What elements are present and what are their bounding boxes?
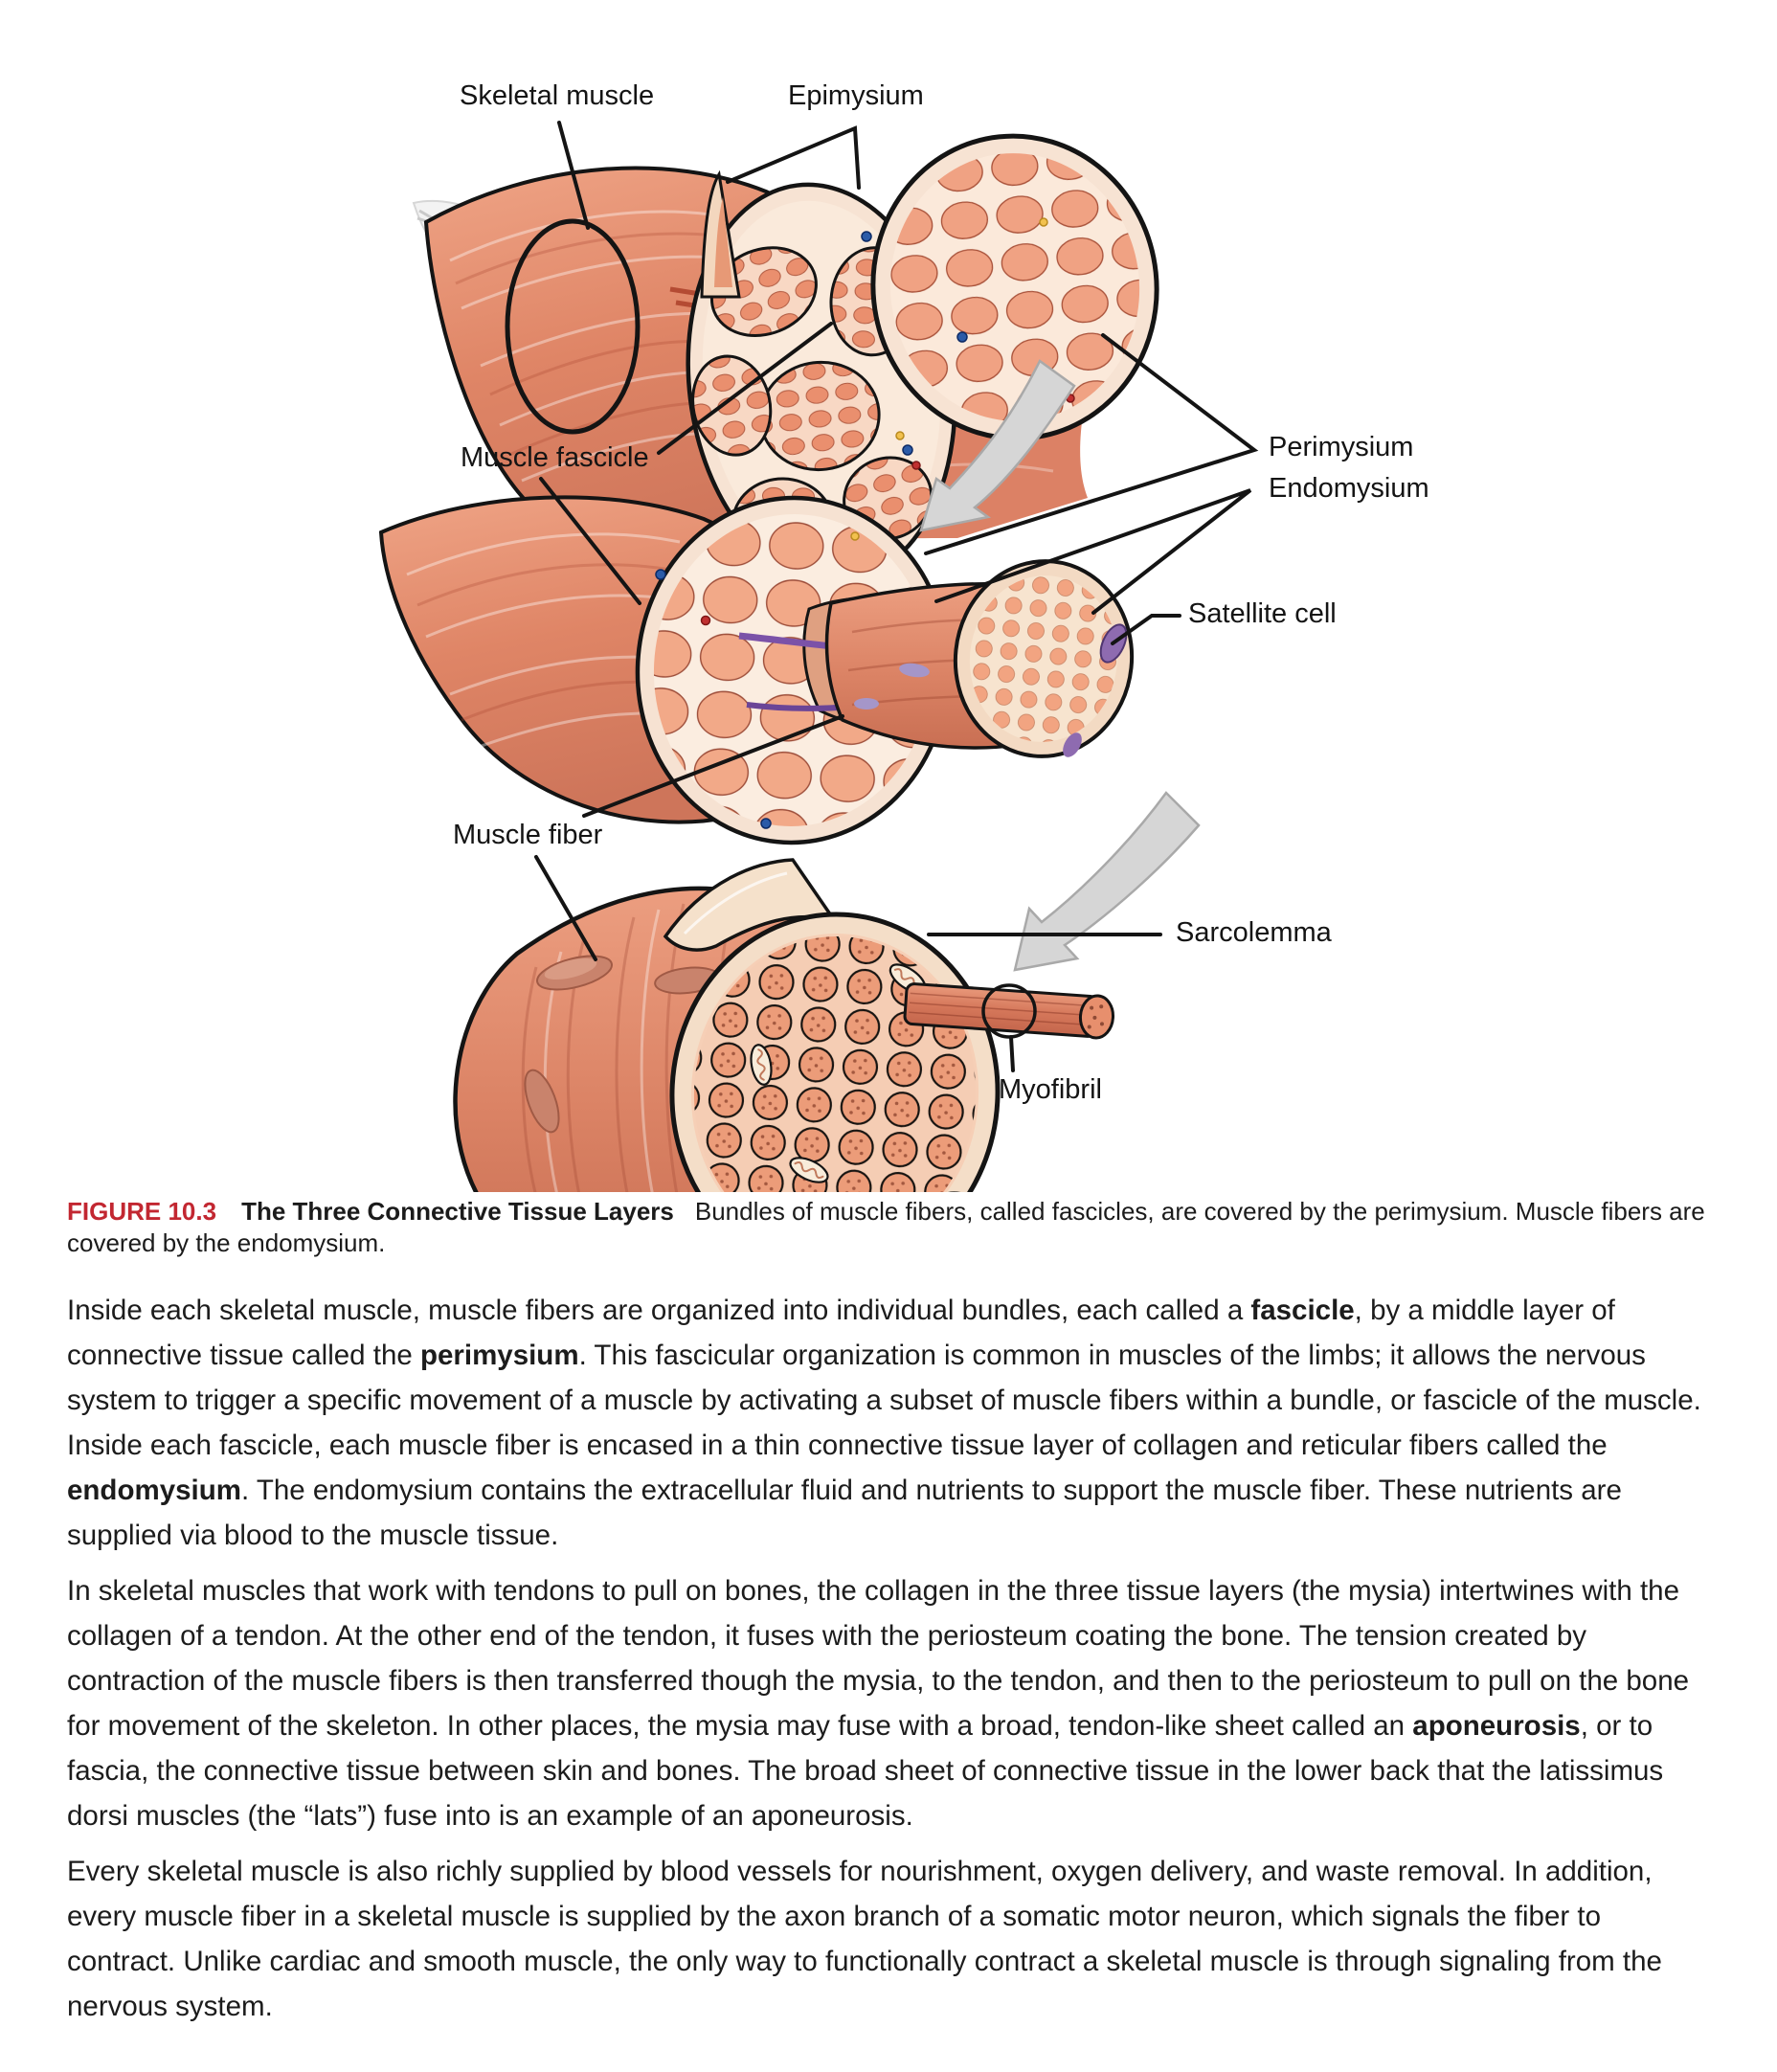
figure-10-3: Skeletal muscle Epimysium Muscle fascicl…: [378, 80, 1429, 1192]
label-muscle-fiber: Muscle fiber: [453, 820, 603, 850]
magnifier-circle: [505, 218, 641, 435]
label-perimysium: Perimysium: [1269, 432, 1414, 462]
leader-lines: [534, 121, 1259, 1072]
mitochondria: [750, 963, 980, 1192]
label-myofibril: Myofibril: [999, 1074, 1102, 1105]
arrow-down-2: [1013, 791, 1201, 972]
label-endomysium: Endomysium: [1269, 473, 1429, 504]
label-satellite-cell: Satellite cell: [1188, 598, 1337, 629]
paragraph-blood-vessels-neuron: Every skeletal muscle is also richly sup…: [67, 1856, 1662, 2022]
muscle-fiber-figure: [453, 858, 1115, 1192]
figure-caption: FIGURE 10.3 The Three Connective Tissue L…: [67, 1196, 1710, 1259]
myofibril-rod: [903, 982, 1115, 1040]
paragraph-tendons-aponeurosis: In skeletal muscles that work with tendo…: [67, 1575, 1690, 1832]
skeletal-muscle-figure: [412, 133, 1159, 615]
figure-title: The Three Connective Tissue Layers: [241, 1197, 674, 1226]
label-epimysium: Epimysium: [788, 80, 924, 111]
label-sarcolemma: Sarcolemma: [1176, 917, 1332, 948]
label-muscle-fascicle: Muscle fascicle: [461, 442, 649, 473]
arrow-down-1: [919, 359, 1076, 532]
figure-caption-text: Bundles of muscle fibers, called fascicl…: [67, 1197, 1705, 1257]
body-text: Inside each skeletal muscle, muscle fibe…: [67, 1288, 1710, 2029]
label-skeletal-muscle: Skeletal muscle: [460, 80, 655, 111]
muscle-fascicle-figure: [378, 495, 1135, 845]
figure-number: FIGURE 10.3: [67, 1197, 217, 1226]
muscle-anatomy-illustration: [378, 121, 1259, 1192]
paragraph-fascicle-perimysium: Inside each skeletal muscle, muscle fibe…: [67, 1295, 1701, 1551]
